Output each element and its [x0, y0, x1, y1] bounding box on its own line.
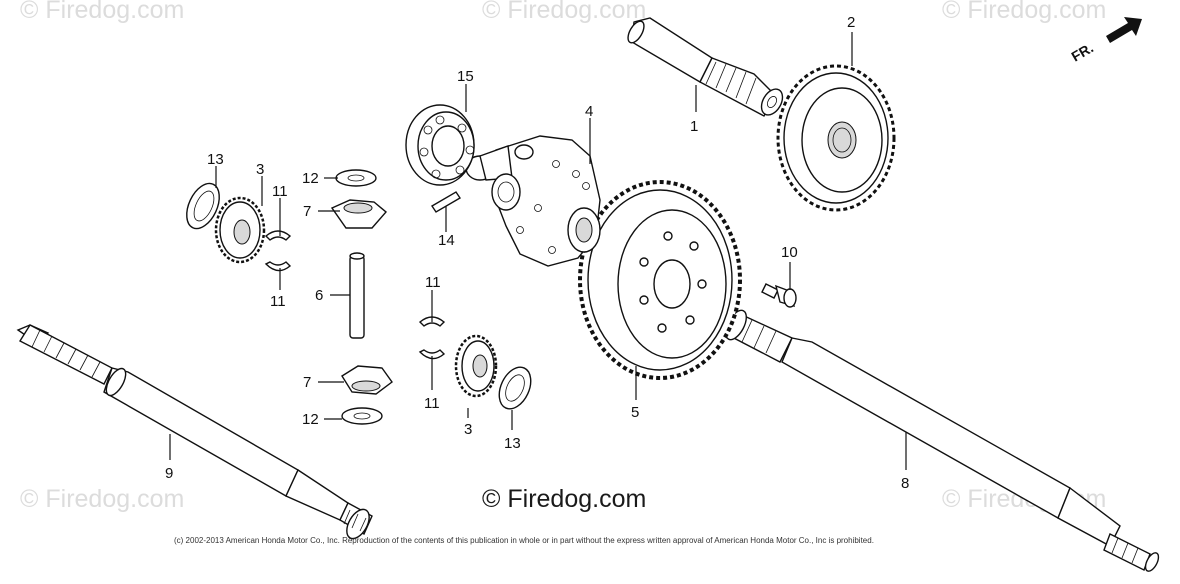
callout-1: 1	[690, 118, 698, 135]
callout-2: 2	[847, 14, 855, 31]
callout-7: 7	[303, 203, 311, 220]
callout-7: 7	[303, 374, 311, 391]
part-13-thrust-washer	[186, 182, 220, 230]
part-2-gear	[776, 64, 896, 212]
callout-11: 11	[272, 183, 288, 200]
callout-13: 13	[504, 435, 521, 452]
callout-8: 8	[901, 475, 909, 492]
part-6-pinion-shaft	[349, 252, 365, 339]
part-15-bearing	[405, 104, 475, 186]
copyright-notice: (c) 2002-2013 American Honda Motor Co., …	[174, 536, 874, 545]
callout-11: 11	[424, 395, 440, 412]
part-13-thrust-washer	[498, 366, 532, 410]
callout-13: 13	[207, 151, 224, 168]
part-12-washer	[335, 169, 377, 187]
watermark: © Firedog.com	[482, 0, 646, 24]
part-3-side-gear	[454, 334, 498, 398]
callout-11: 11	[270, 293, 286, 310]
watermark: © Firedog.com	[20, 485, 184, 513]
callout-3: 3	[256, 161, 264, 178]
part-4-differential-case	[465, 135, 601, 267]
callout-10: 10	[781, 244, 798, 261]
part-3-side-gear	[214, 196, 266, 264]
callout-12: 12	[302, 411, 319, 428]
callout-15: 15	[457, 68, 474, 85]
part-7-pinion-gear	[341, 365, 393, 395]
part-12-washer	[341, 407, 383, 425]
part-11-clip	[264, 230, 292, 241]
watermark: © Firedog.com	[942, 0, 1106, 24]
part-9-axle-shaft-left	[16, 324, 373, 540]
callout-6: 6	[315, 287, 323, 304]
watermark: © Firedog.com	[20, 0, 184, 24]
part-7-pinion-gear	[330, 199, 387, 229]
arrow-icon	[1106, 17, 1142, 43]
part-14-pin	[431, 191, 461, 213]
callout-labels: 1 2 3 3 4 5 6 7 7 8 9 10 11 11 11 11 12 …	[165, 14, 909, 492]
leader-lines	[169, 32, 907, 470]
part-11-clip	[264, 261, 292, 272]
part-11-clip	[418, 349, 446, 360]
front-direction-indicator: FR.	[1069, 17, 1142, 65]
brand-watermark: © Firedog.com	[482, 485, 646, 513]
part-8-axle-shaft-right	[724, 309, 1160, 572]
part-1-countershaft	[627, 17, 784, 117]
callout-14: 14	[438, 232, 455, 249]
front-direction-label: FR.	[1069, 39, 1097, 64]
part-10-bolt	[761, 283, 797, 308]
callout-4: 4	[585, 103, 593, 120]
callout-9: 9	[165, 465, 173, 482]
callout-12: 12	[302, 170, 319, 187]
callout-3: 3	[464, 421, 472, 438]
part-5-final-gear	[578, 180, 742, 380]
callout-5: 5	[631, 404, 639, 421]
callout-11: 11	[425, 274, 441, 291]
